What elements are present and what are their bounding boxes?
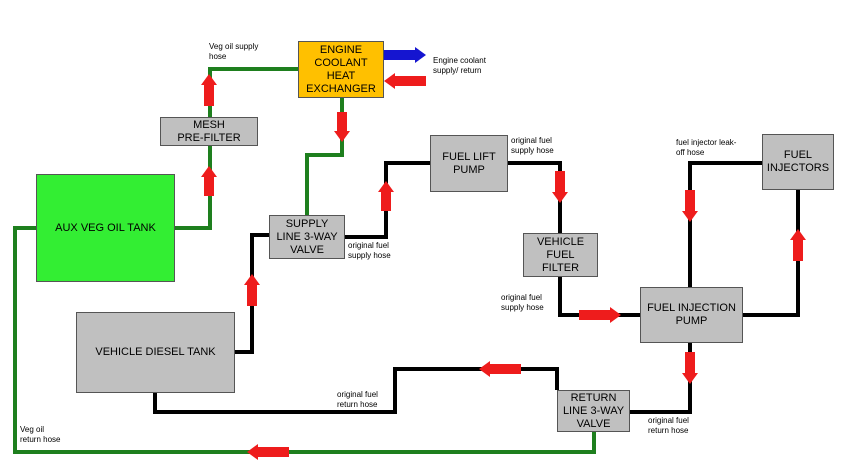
flow-arrow-up-to-injectors — [790, 229, 806, 261]
supply-line-3-way-valve: SUPPLY LINE 3-WAY VALVE — [269, 215, 345, 259]
veg-oil-return-line — [13, 226, 596, 454]
fuel-injectors: FUEL INJECTORS — [762, 134, 834, 190]
mesh-pre-filter: MESH PRE-FILTER — [160, 117, 258, 146]
flow-arrow-up-to-lift-pump — [378, 181, 394, 211]
return-line-to-diesel-tank — [153, 367, 559, 414]
vehicle-diesel-tank: VEHICLE DIESEL TANK — [76, 312, 235, 393]
vehicle-fuel-filter: VEHICLE FUEL FILTER — [523, 233, 598, 277]
flow-arrow-down-to-filter — [552, 171, 568, 203]
fuel-injection-pump: FUEL INJECTION PUMP — [640, 287, 743, 343]
label-original-fuel-return-hose-tank: original fuel return hose — [337, 390, 378, 409]
label-veg-oil-return-hose: Veg oil return hose — [20, 425, 61, 444]
flow-arrow-down-to-return — [682, 352, 698, 384]
label-original-fuel-supply-hose-filter: original fuel supply hose — [501, 293, 544, 312]
diesel-line-lift-pump-to-filter — [508, 161, 562, 233]
label-original-fuel-supply-hose-valve: original fuel supply hose — [348, 241, 391, 260]
engine-coolant-heat-exchanger: ENGINE COOLANT HEAT EXCHANGER — [298, 41, 384, 98]
coolant-return-arrow — [384, 73, 426, 89]
label-veg-oil-supply-hose: Veg oil supply hose — [209, 42, 259, 61]
flow-arrow-down-leakoff — [682, 190, 698, 222]
flow-arrow-up-to-supply-valve — [244, 274, 260, 306]
veg-oil-line-prefilter-to-exchanger — [208, 67, 299, 117]
flow-arrow-up-to-prefilter — [201, 166, 217, 196]
diesel-line-filter-to-injection-pump — [558, 277, 640, 317]
fuel-lift-pump: FUEL LIFT PUMP — [430, 135, 508, 192]
flow-arrow-left-return-to-tank — [479, 361, 521, 377]
coolant-supply-arrow — [384, 47, 426, 63]
label-fuel-injector-leak-off-hose: fuel injector leak- off hose — [676, 138, 737, 157]
injection-pump-to-injectors-line — [743, 190, 800, 317]
label-original-fuel-return-hose-valve: original fuel return hose — [648, 416, 689, 435]
aux-veg-oil-tank: AUX VEG OIL TANK — [36, 174, 175, 282]
label-original-fuel-supply-hose-lift-pump: original fuel supply hose — [511, 136, 554, 155]
flow-arrow-down-from-exchanger — [334, 112, 350, 142]
veg-oil-line-exchanger-to-supply-valve — [305, 98, 344, 215]
injection-pump-to-return-valve-line — [630, 343, 692, 414]
flow-arrow-up-to-exchanger — [201, 74, 217, 106]
label-engine-coolant-supply-return: Engine coolant supply/ return — [433, 56, 486, 75]
flow-arrow-right-to-injection-pump — [579, 307, 621, 323]
leakoff-line — [688, 161, 762, 287]
return-line-3-way-valve: RETURN LINE 3-WAY VALVE — [557, 390, 630, 432]
flow-arrow-left-veg-oil-return — [247, 444, 289, 460]
